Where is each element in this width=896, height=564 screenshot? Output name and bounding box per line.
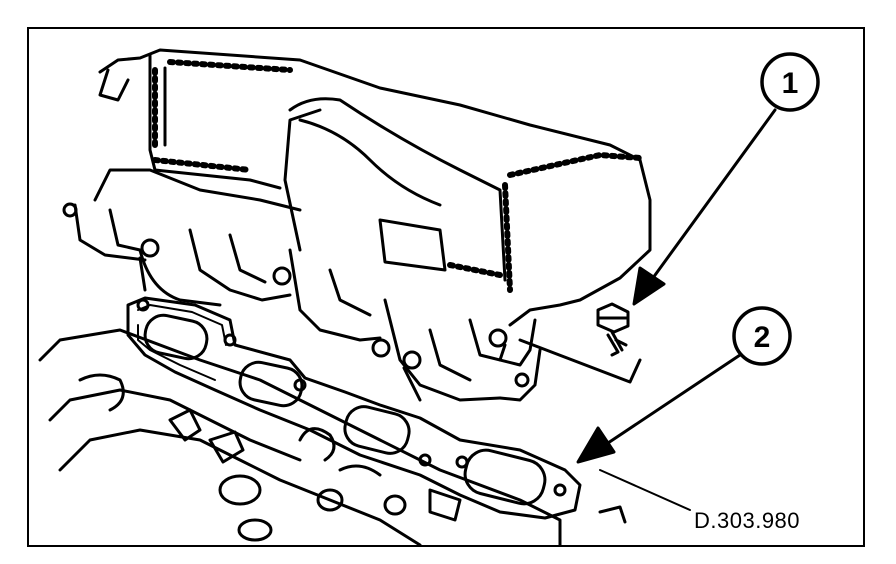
- callout-1-circle: [760, 52, 820, 112]
- callout-2-circle: [732, 306, 792, 366]
- intake-manifold: [62, 48, 652, 402]
- callout-2-leader: [576, 353, 742, 464]
- manifold-gasket: [126, 296, 582, 520]
- cylinder-head-drawing: [38, 328, 627, 547]
- callout-2-number: 2: [754, 321, 771, 354]
- callout-1-leader: [632, 108, 777, 306]
- callout-1-number: 1: [782, 67, 799, 100]
- bolt: [596, 302, 630, 357]
- figure-frame: [27, 27, 865, 547]
- reference-leader-line: [599, 469, 691, 511]
- figure-reference-code: D.303.980: [694, 508, 801, 533]
